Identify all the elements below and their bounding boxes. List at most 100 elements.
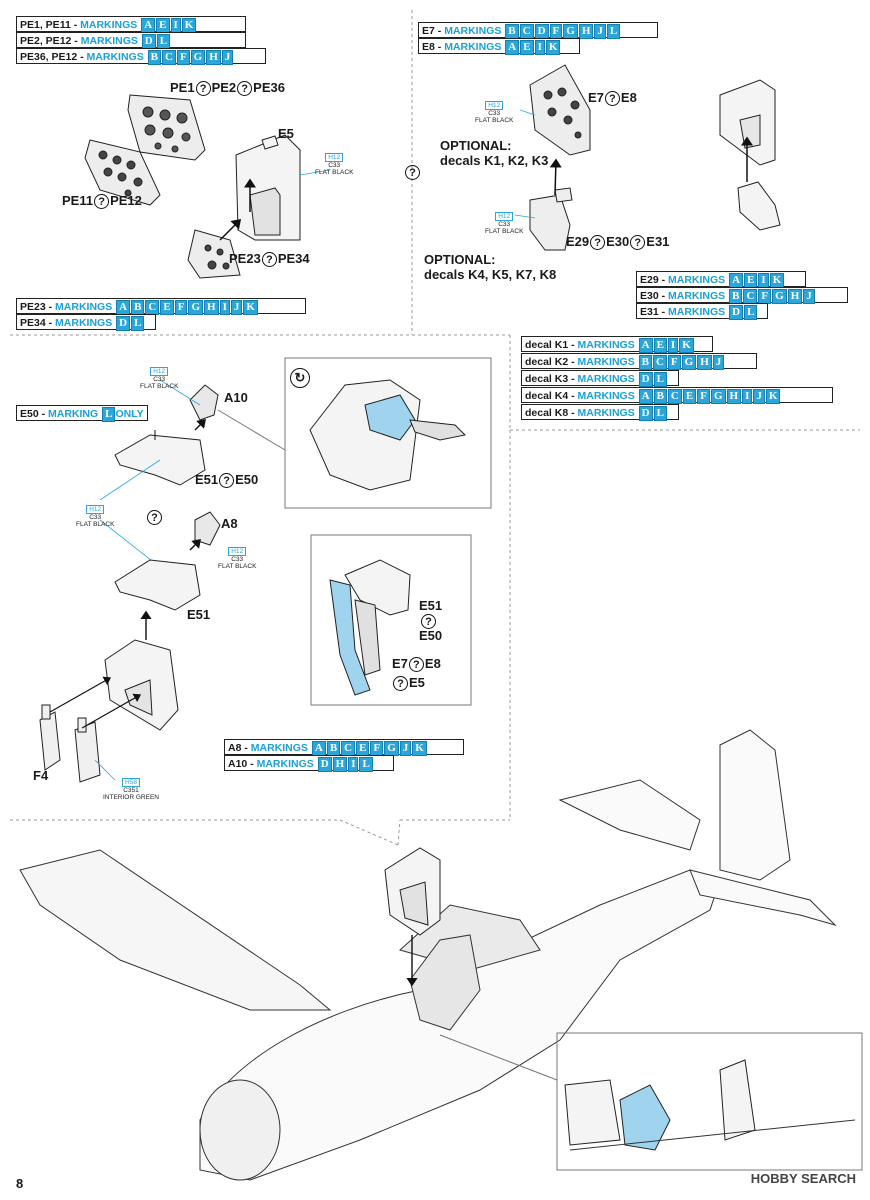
marking-letter: I <box>667 338 679 353</box>
marking-letter: G <box>188 300 204 315</box>
marking-letter: H <box>578 24 594 39</box>
armor-plate-assembly <box>719 79 781 231</box>
inset-label-e51: E51 <box>419 598 443 613</box>
markings-word: MARKINGS <box>668 274 726 286</box>
sub-panel-pe23 <box>187 229 241 279</box>
marking-letter: J <box>712 355 725 370</box>
markings-word: MARKINGS <box>250 742 308 754</box>
question-icon: ? <box>219 473 235 489</box>
marking-letter: B <box>653 389 667 404</box>
optional-decals-k1-k3: OPTIONAL:decals K1, K2, K3 <box>440 138 549 168</box>
marking-letter: I <box>534 40 545 55</box>
marking-letter: J <box>399 741 412 756</box>
markings-word: MARKINGS <box>577 407 635 419</box>
inset-cockpit-view <box>556 1032 863 1171</box>
marking-letter: F <box>176 50 190 65</box>
markings-word: MARKINGS <box>444 25 502 37</box>
marking-letter: B <box>638 355 652 370</box>
marking-letter: L <box>653 406 667 421</box>
label-pe23-pe34: PE23?PE34 <box>229 251 310 268</box>
alternative-icon: ? <box>404 164 421 181</box>
marking-letter: F <box>370 741 384 756</box>
rotate-icon: ↻ <box>290 368 310 388</box>
marking-letter: D <box>116 316 131 331</box>
question-icon: ? <box>94 194 110 210</box>
panel-e5 <box>235 134 301 241</box>
marking-letter: L <box>653 372 667 387</box>
marking-letter: J <box>803 289 815 304</box>
marking-letter: G <box>190 50 206 65</box>
alternative-icon: ? <box>146 509 163 526</box>
marking-letter: I <box>348 757 359 772</box>
marking-letter: D <box>317 757 332 772</box>
markings-word: MARKINGS <box>577 339 635 351</box>
marking-letter: K <box>545 40 561 55</box>
marking-letter: L <box>359 757 373 772</box>
marking-letter: G <box>384 741 399 756</box>
question-icon: ? <box>393 676 408 692</box>
markings-word: MARKINGS <box>55 317 113 329</box>
marking-letter: F <box>697 389 710 404</box>
cockpit-detail <box>409 934 481 1031</box>
marking-letter: H <box>206 50 221 65</box>
marking-letter: B <box>729 289 743 304</box>
marking-letter: F <box>174 300 188 315</box>
alternative-icon: ? <box>420 613 437 630</box>
marking-letter: A <box>638 389 653 404</box>
marking-letter: I <box>170 18 181 33</box>
markings-word: MARKING <box>48 408 99 420</box>
marking-letter: C <box>161 50 176 65</box>
marking-letter: K <box>679 338 694 353</box>
marking-letter: D <box>638 406 653 421</box>
marking-letter: K <box>243 300 258 315</box>
marking-letter: G <box>772 289 787 304</box>
instrument-panel-pe11 <box>84 139 161 206</box>
markings-word: MARKINGS <box>55 301 113 313</box>
marking-letter: A <box>729 273 744 288</box>
armor-plate-f4 <box>104 639 179 731</box>
marking-letter: E <box>653 338 667 353</box>
marking-letter: J <box>594 24 606 39</box>
headrest-a10 <box>189 384 219 421</box>
markings-word: MARKINGS <box>86 51 144 63</box>
optional-decals-k4-k8: OPTIONAL:decals K4, K5, K7, K8 <box>424 252 557 282</box>
marking-letter: A <box>505 40 520 55</box>
question-icon: ? <box>195 81 211 97</box>
headrest-a8 <box>194 511 221 546</box>
marking-letter: B <box>505 24 519 39</box>
markings-word: MARKINGS <box>668 306 726 318</box>
marking-letter: B <box>131 300 145 315</box>
seat-e29 <box>529 187 573 251</box>
marking-letter: A <box>638 338 653 353</box>
label-pe11-pe12: PE11?PE12 <box>62 193 142 210</box>
marking-letter: L <box>606 24 621 39</box>
marking-letter: C <box>145 300 160 315</box>
question-icon: ? <box>408 657 424 673</box>
marking-letter: H <box>787 289 803 304</box>
markings-word: MARKINGS <box>577 373 635 385</box>
marking-letter: F <box>549 24 563 39</box>
marking-letter: L <box>102 407 116 422</box>
marking-letter: E <box>744 273 758 288</box>
marking-letter: D <box>534 24 549 39</box>
marking-letter: L <box>156 34 171 49</box>
marking-letter: A <box>311 741 326 756</box>
aircraft-fuselage <box>19 729 837 1181</box>
